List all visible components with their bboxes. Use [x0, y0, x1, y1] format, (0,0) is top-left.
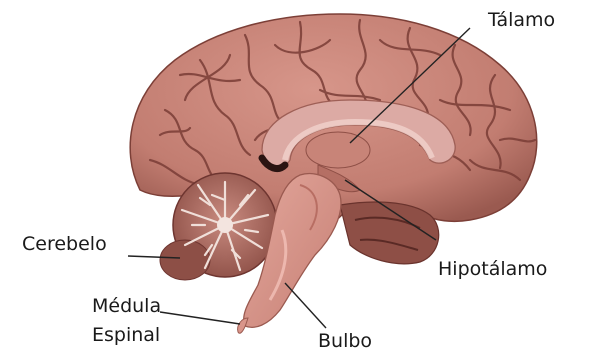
thalamus [306, 132, 370, 168]
label-medula-line2: Espinal [92, 324, 160, 346]
label-bulbo: Bulbo [318, 330, 372, 352]
leader-medula [160, 312, 240, 324]
label-medula-line1: Médula [92, 295, 161, 317]
label-hipotalamo: Hipotálamo [438, 258, 547, 280]
label-cerebelo: Cerebelo [22, 233, 107, 255]
label-talamo: Tálamo [488, 9, 555, 31]
temporal-lobe [340, 202, 439, 264]
leader-bulbo [285, 283, 326, 328]
